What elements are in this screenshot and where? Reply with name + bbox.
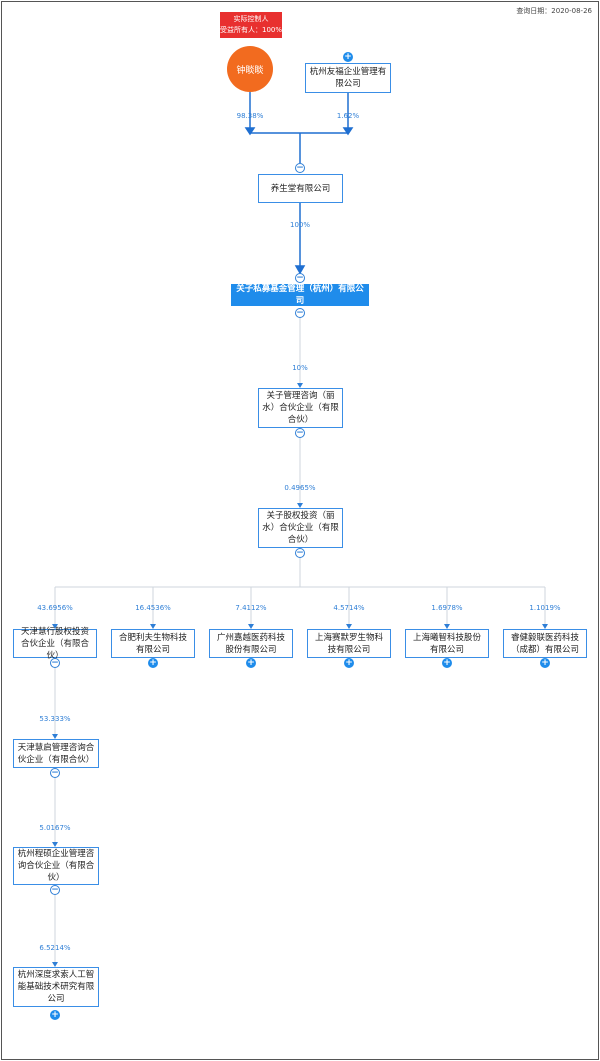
chain-company[interactable]: 关子股权投资（丽水）合伙企业（有限合伙） <box>258 508 343 548</box>
pct-label: 10% <box>292 364 308 372</box>
pct-label: 98.38% <box>236 112 264 120</box>
investment-company[interactable]: 广州嘉越医药科技股份有限公司 <box>209 629 293 658</box>
sub-chain-company[interactable]: 天津慧启管理咨询合伙企业（有限合伙） <box>13 739 99 768</box>
expand-plus-icon[interactable]: + <box>344 658 354 668</box>
expand-plus-icon[interactable]: + <box>148 658 158 668</box>
controller-person[interactable]: 钟睒睒 <box>227 46 273 92</box>
expand-plus-icon[interactable]: + <box>246 658 256 668</box>
collapse-minus-icon[interactable]: − <box>295 548 305 558</box>
focus-company[interactable]: 关子私募基金管理（杭州）有限公司 <box>231 284 369 306</box>
pct-label: 1.6978% <box>431 604 463 612</box>
controller-badge: 实际控制人 受益所有人：100% <box>220 12 282 38</box>
pct-label: 1.1019% <box>529 604 561 612</box>
pct-label: 16.4536% <box>135 604 171 612</box>
pct-label: 7.4112% <box>235 604 267 612</box>
investment-company[interactable]: 合肥利夫生物科技有限公司 <box>111 629 195 658</box>
pct-label: 0.4965% <box>284 484 316 492</box>
investment-company[interactable]: 上海赛默罗生物科技有限公司 <box>307 629 391 658</box>
query-date: 查询日期：2020-08-26 <box>516 7 592 15</box>
sub-chain-company[interactable]: 杭州深度求索人工智能基础技术研究有限公司 <box>13 967 99 1007</box>
investment-company[interactable]: 睿健毅联医药科技（成都）有限公司 <box>503 629 587 658</box>
collapse-minus-icon[interactable]: − <box>295 308 305 318</box>
collapse-minus-icon[interactable]: − <box>50 885 60 895</box>
pct-label: 5.0167% <box>39 824 71 832</box>
investment-company[interactable]: 上海曦智科技股份有限公司 <box>405 629 489 658</box>
expand-plus-icon[interactable]: + <box>540 658 550 668</box>
shareholder-company[interactable]: 杭州友福企业管理有限公司 <box>305 63 391 93</box>
investment-company[interactable]: 天津慧行股权投资合伙企业（有限合伙） <box>13 627 97 661</box>
pct-label: 4.5714% <box>333 604 365 612</box>
collapse-minus-icon[interactable]: − <box>50 768 60 778</box>
sub-chain-company[interactable]: 杭州程硕企业管理咨询合伙企业（有限合伙） <box>13 847 99 885</box>
collapse-minus-icon[interactable]: − <box>295 428 305 438</box>
pct-label: 6.5214% <box>39 944 71 952</box>
pct-label: 53.333% <box>39 715 71 723</box>
pct-label: 43.6956% <box>37 604 73 612</box>
pct-label: 1.62% <box>336 112 360 120</box>
collapse-minus-icon[interactable]: − <box>50 658 60 668</box>
collapse-minus-icon[interactable]: − <box>295 273 305 283</box>
expand-plus-icon[interactable]: + <box>343 52 353 62</box>
badge-share: 受益所有人：100% <box>220 26 283 34</box>
chain-company[interactable]: 养生堂有限公司 <box>258 174 343 203</box>
chain-company[interactable]: 关子管理咨询（丽水）合伙企业（有限合伙） <box>258 388 343 428</box>
badge-title: 实际控制人 <box>233 15 269 23</box>
collapse-minus-icon[interactable]: − <box>295 163 305 173</box>
expand-plus-icon[interactable]: + <box>442 658 452 668</box>
pct-label: 100% <box>289 221 311 229</box>
expand-plus-icon[interactable]: + <box>50 1010 60 1020</box>
